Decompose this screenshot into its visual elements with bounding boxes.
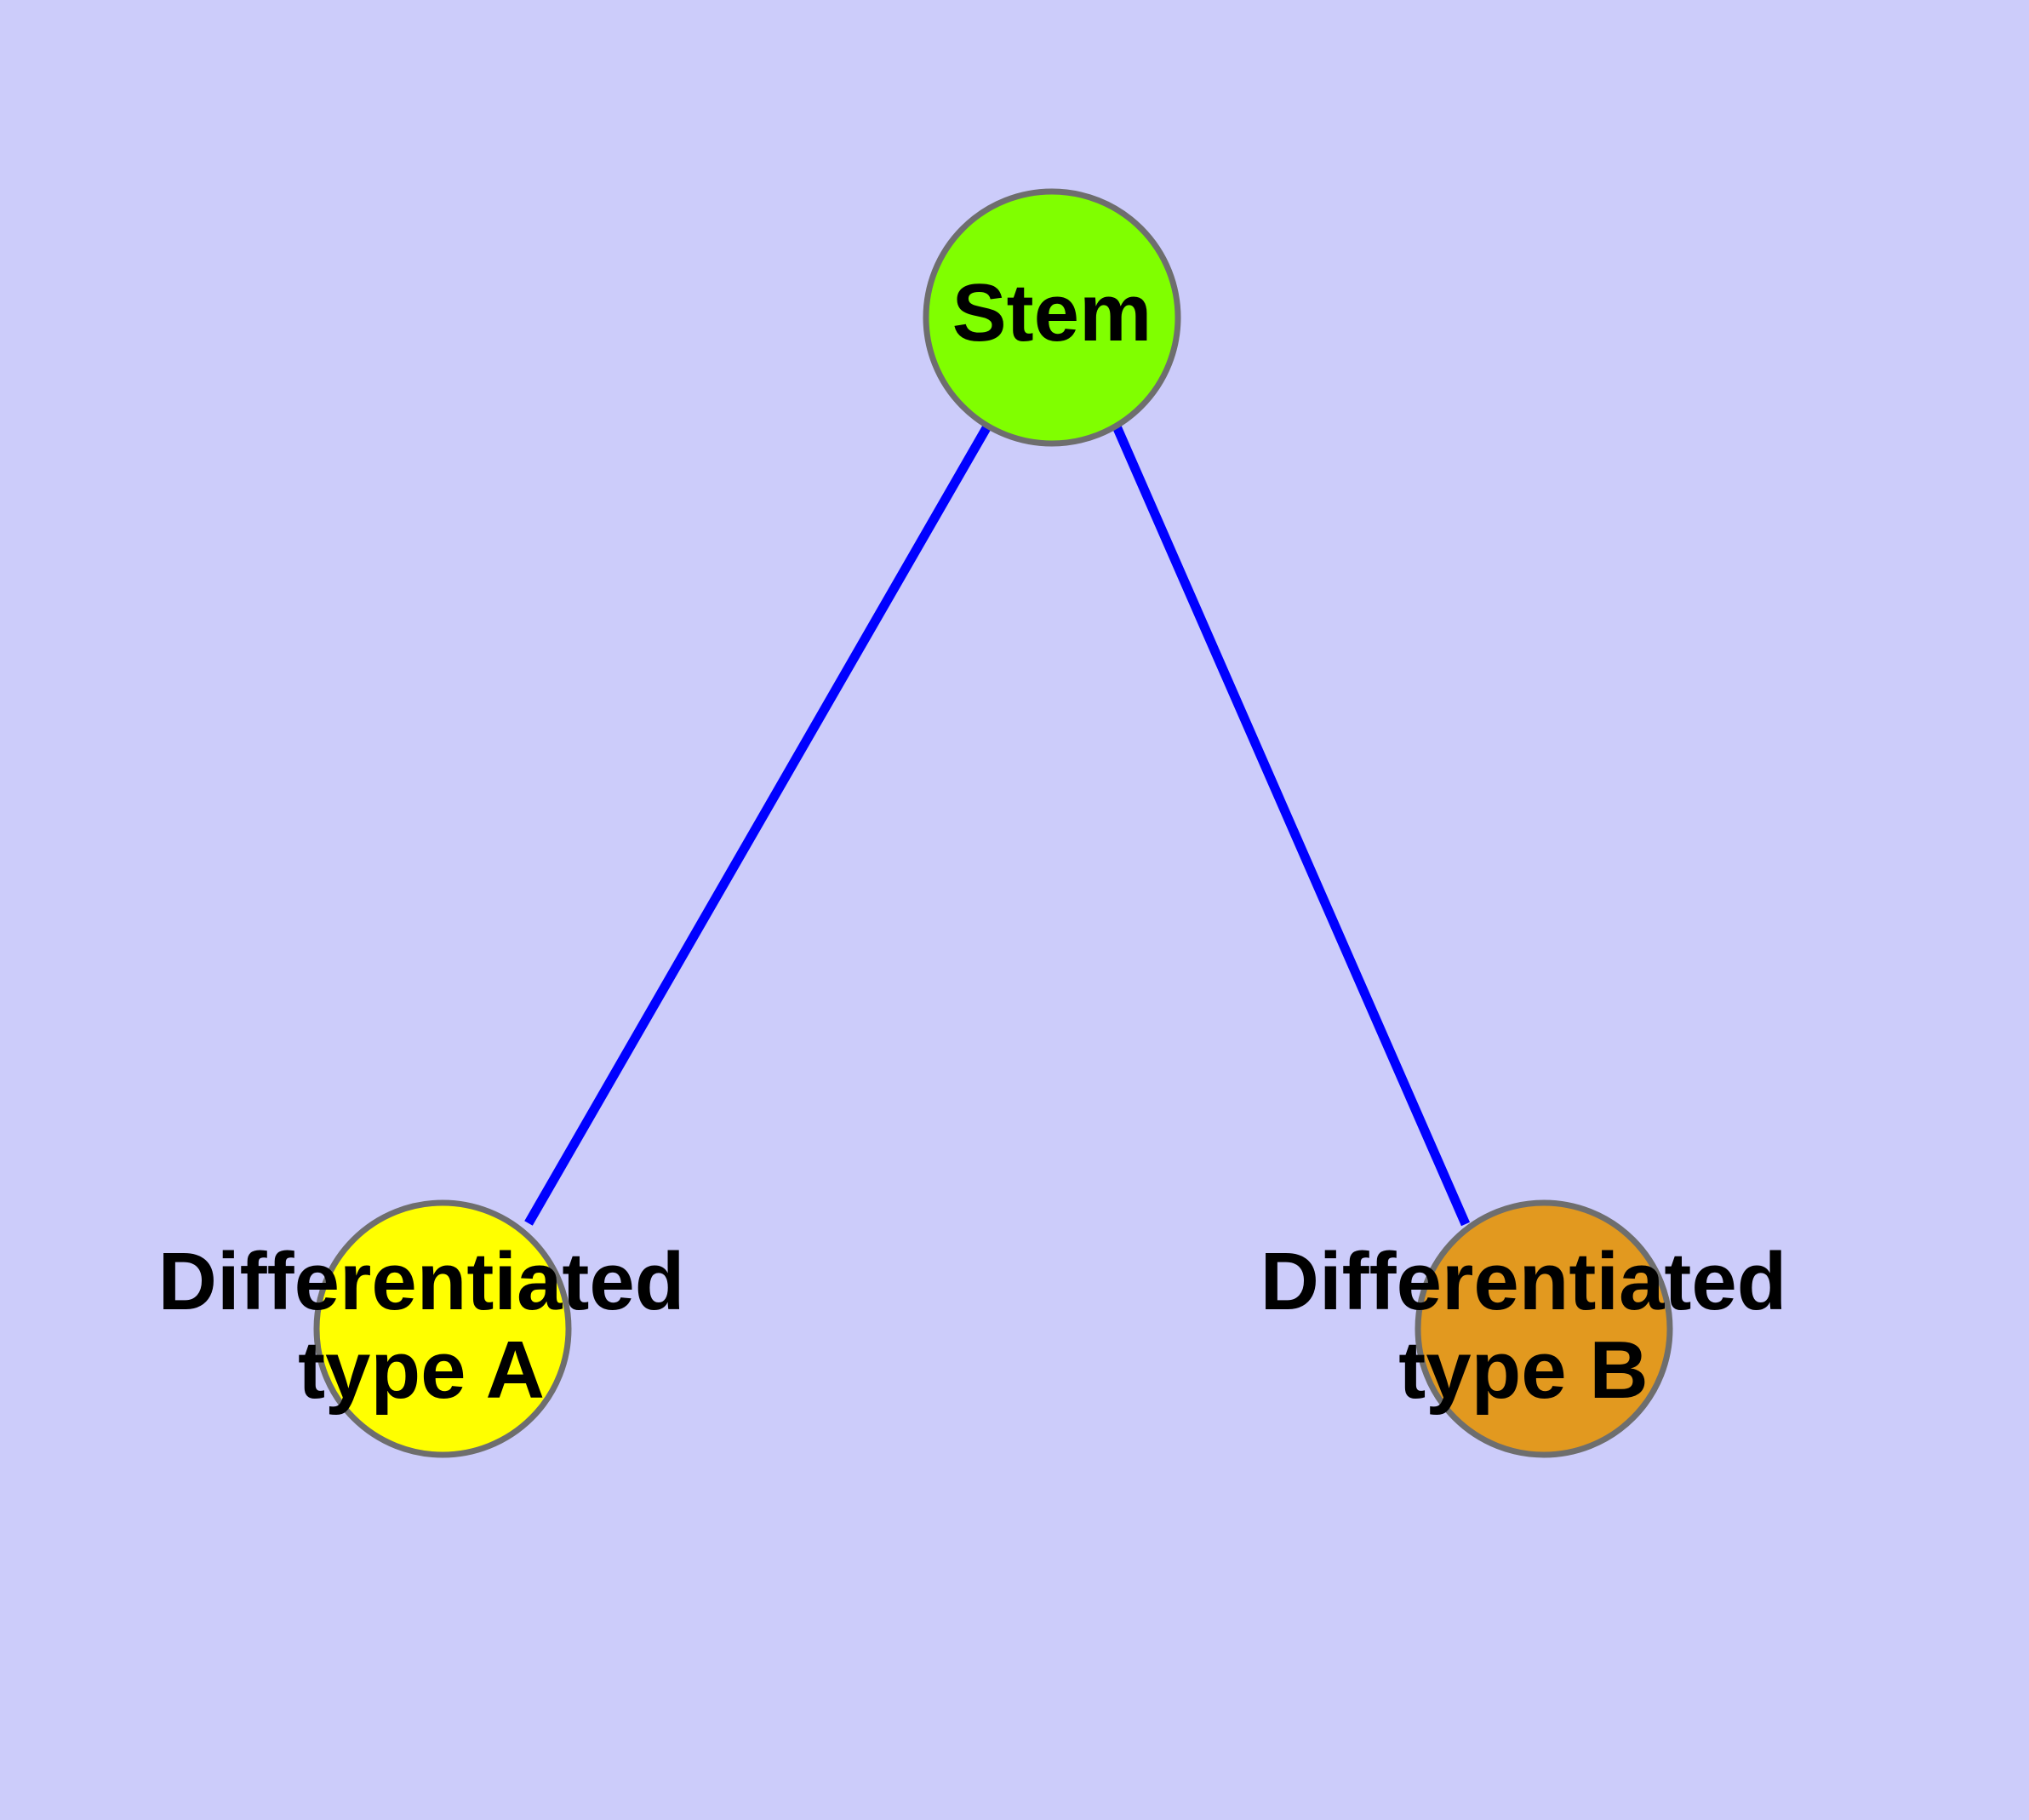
node-label-line: Differentiated — [158, 1236, 685, 1327]
graph-edge-stem-to-diff-a[interactable] — [524, 424, 992, 1226]
graph-node-diff_b[interactable] — [1415, 1199, 1673, 1458]
node-label-line: type A — [298, 1325, 545, 1416]
graph-node-diff_a[interactable] — [313, 1199, 572, 1458]
node-label-line: Stem — [952, 267, 1152, 358]
edges-group — [524, 424, 1471, 1227]
graph-edge-stem-to-diff-b[interactable] — [1112, 424, 1471, 1227]
graph-node-stem[interactable] — [923, 188, 1181, 447]
node-label-line: type B — [1398, 1325, 1648, 1416]
node-label-stem: Stem — [952, 267, 1152, 358]
node-label-line: Differentiated — [1260, 1236, 1787, 1327]
nodes-group — [313, 188, 1673, 1458]
